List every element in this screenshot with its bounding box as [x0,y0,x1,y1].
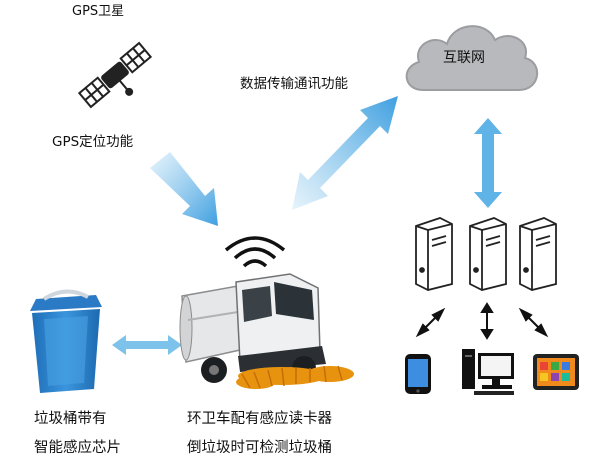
bin-label-line1: 垃圾桶带有 [34,411,107,427]
sweeper-brush [236,366,354,389]
wifi-icon [224,236,286,268]
tablet-icon [533,354,579,390]
truck-internet-arrow [292,96,398,210]
street-sweeper-icon [179,273,354,389]
gps-function-label: GPS定位功能 [52,134,134,150]
trash-bin-icon [30,289,102,393]
gps-satellite-label: GPS卫星 [72,4,125,19]
data-comm-label: 数据传输通讯功能 [240,76,348,92]
truck-label-line1: 环卫车配有感应读卡器 [187,411,332,427]
server-device-arrows [415,302,549,340]
smartphone-icon [405,354,431,394]
server-icon [415,217,557,291]
truck-label-line2: 倒垃圾时可检测垃圾桶 [187,440,332,456]
internet-label: 互联网 [443,50,485,66]
cloud-server-arrow [474,118,502,208]
bin-truck-arrow [112,335,182,355]
satellite-icon [77,41,153,109]
gps-to-truck-arrow [150,152,218,226]
cloud-icon [405,25,539,91]
desktop-computer-icon [462,349,514,395]
bin-label-line2: 智能感应芯片 [34,440,121,456]
